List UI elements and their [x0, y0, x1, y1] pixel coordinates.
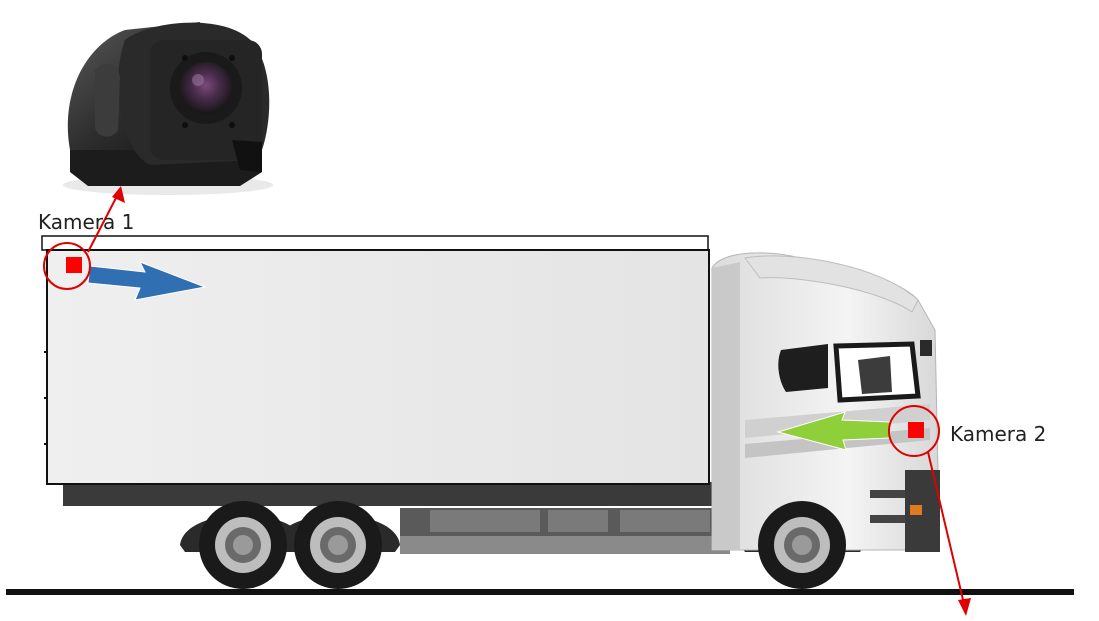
- cargo-box-roof: [42, 236, 708, 250]
- camera2-label: Kamera 2: [950, 422, 1046, 446]
- front-wheel: [758, 501, 846, 589]
- ground-line: [6, 589, 1074, 595]
- rear-wheel-1: [199, 501, 287, 589]
- camera1-label: Kamera 1: [38, 210, 134, 234]
- side-mount-camera-icon: [63, 22, 273, 195]
- rear-wheel-2: [294, 501, 382, 589]
- truck-chassis: [63, 482, 728, 506]
